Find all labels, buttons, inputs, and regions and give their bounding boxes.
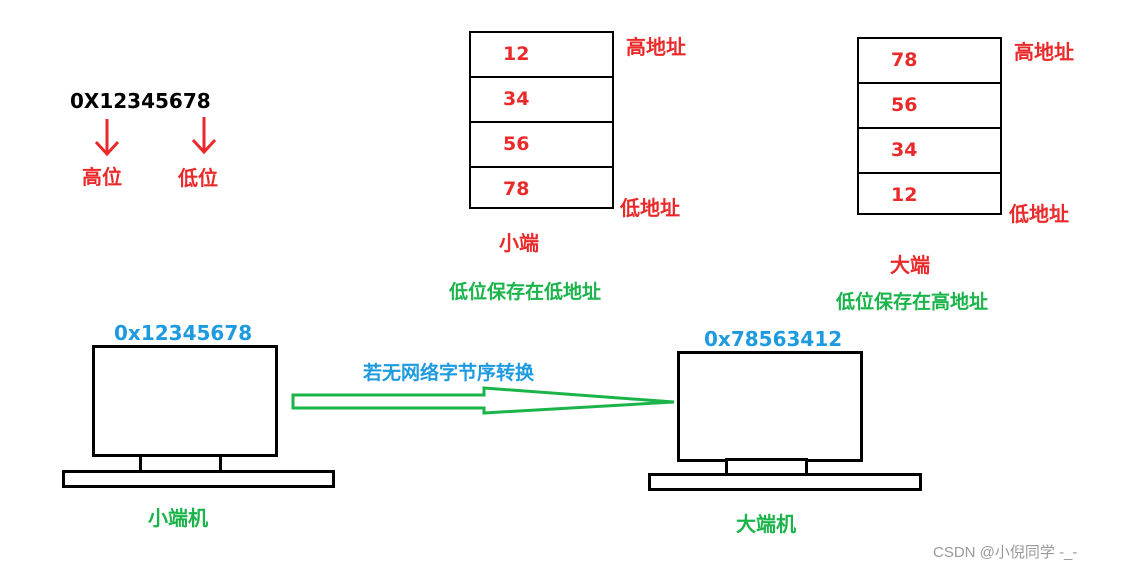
memory-cell: 78 xyxy=(503,178,530,200)
hex-value: 0X12345678 xyxy=(70,89,211,113)
memory-cell: 34 xyxy=(859,129,1000,174)
left-monitor xyxy=(92,345,278,457)
big-endian-title: 大端 xyxy=(890,253,930,277)
little-low-addr-label: 低地址 xyxy=(620,196,680,220)
right-machine-label: 大端机 xyxy=(736,512,796,536)
right-monitor xyxy=(677,351,863,462)
transfer-label: 若无网络字节序转换 xyxy=(363,362,535,384)
arrow-right-icon xyxy=(291,386,675,415)
big-low-addr-label: 低地址 xyxy=(1009,202,1069,226)
high-bit-label: 高位 xyxy=(82,165,122,189)
little-high-addr-label: 高地址 xyxy=(626,35,686,59)
memory-cell: 12 xyxy=(891,184,918,206)
right-machine-value: 0x78563412 xyxy=(704,327,843,351)
left-machine-value: 0x12345678 xyxy=(114,321,253,345)
memory-cell: 56 xyxy=(859,84,1000,129)
arrow-down-icon xyxy=(191,117,217,155)
watermark: CSDN @小倪同学 -_- xyxy=(933,544,1078,561)
memory-cell: 12 xyxy=(471,33,612,78)
little-endian-title: 小端 xyxy=(499,231,539,255)
low-bit-label: 低位 xyxy=(178,166,218,190)
memory-cell: 34 xyxy=(471,78,612,123)
memory-cell: 78 xyxy=(859,39,1000,84)
big-endian-desc: 低位保存在高地址 xyxy=(836,291,989,313)
big-endian-memory: 78 56 34 12 xyxy=(857,37,1002,215)
little-endian-desc: 低位保存在低地址 xyxy=(449,281,602,303)
little-endian-memory: 12 34 56 78 xyxy=(469,31,614,209)
left-keyboard-base xyxy=(62,470,335,488)
right-keyboard-base xyxy=(648,473,922,491)
big-high-addr-label: 高地址 xyxy=(1014,40,1074,64)
left-machine-label: 小端机 xyxy=(148,506,208,530)
memory-cell: 56 xyxy=(471,123,612,168)
arrow-down-icon xyxy=(94,119,120,157)
